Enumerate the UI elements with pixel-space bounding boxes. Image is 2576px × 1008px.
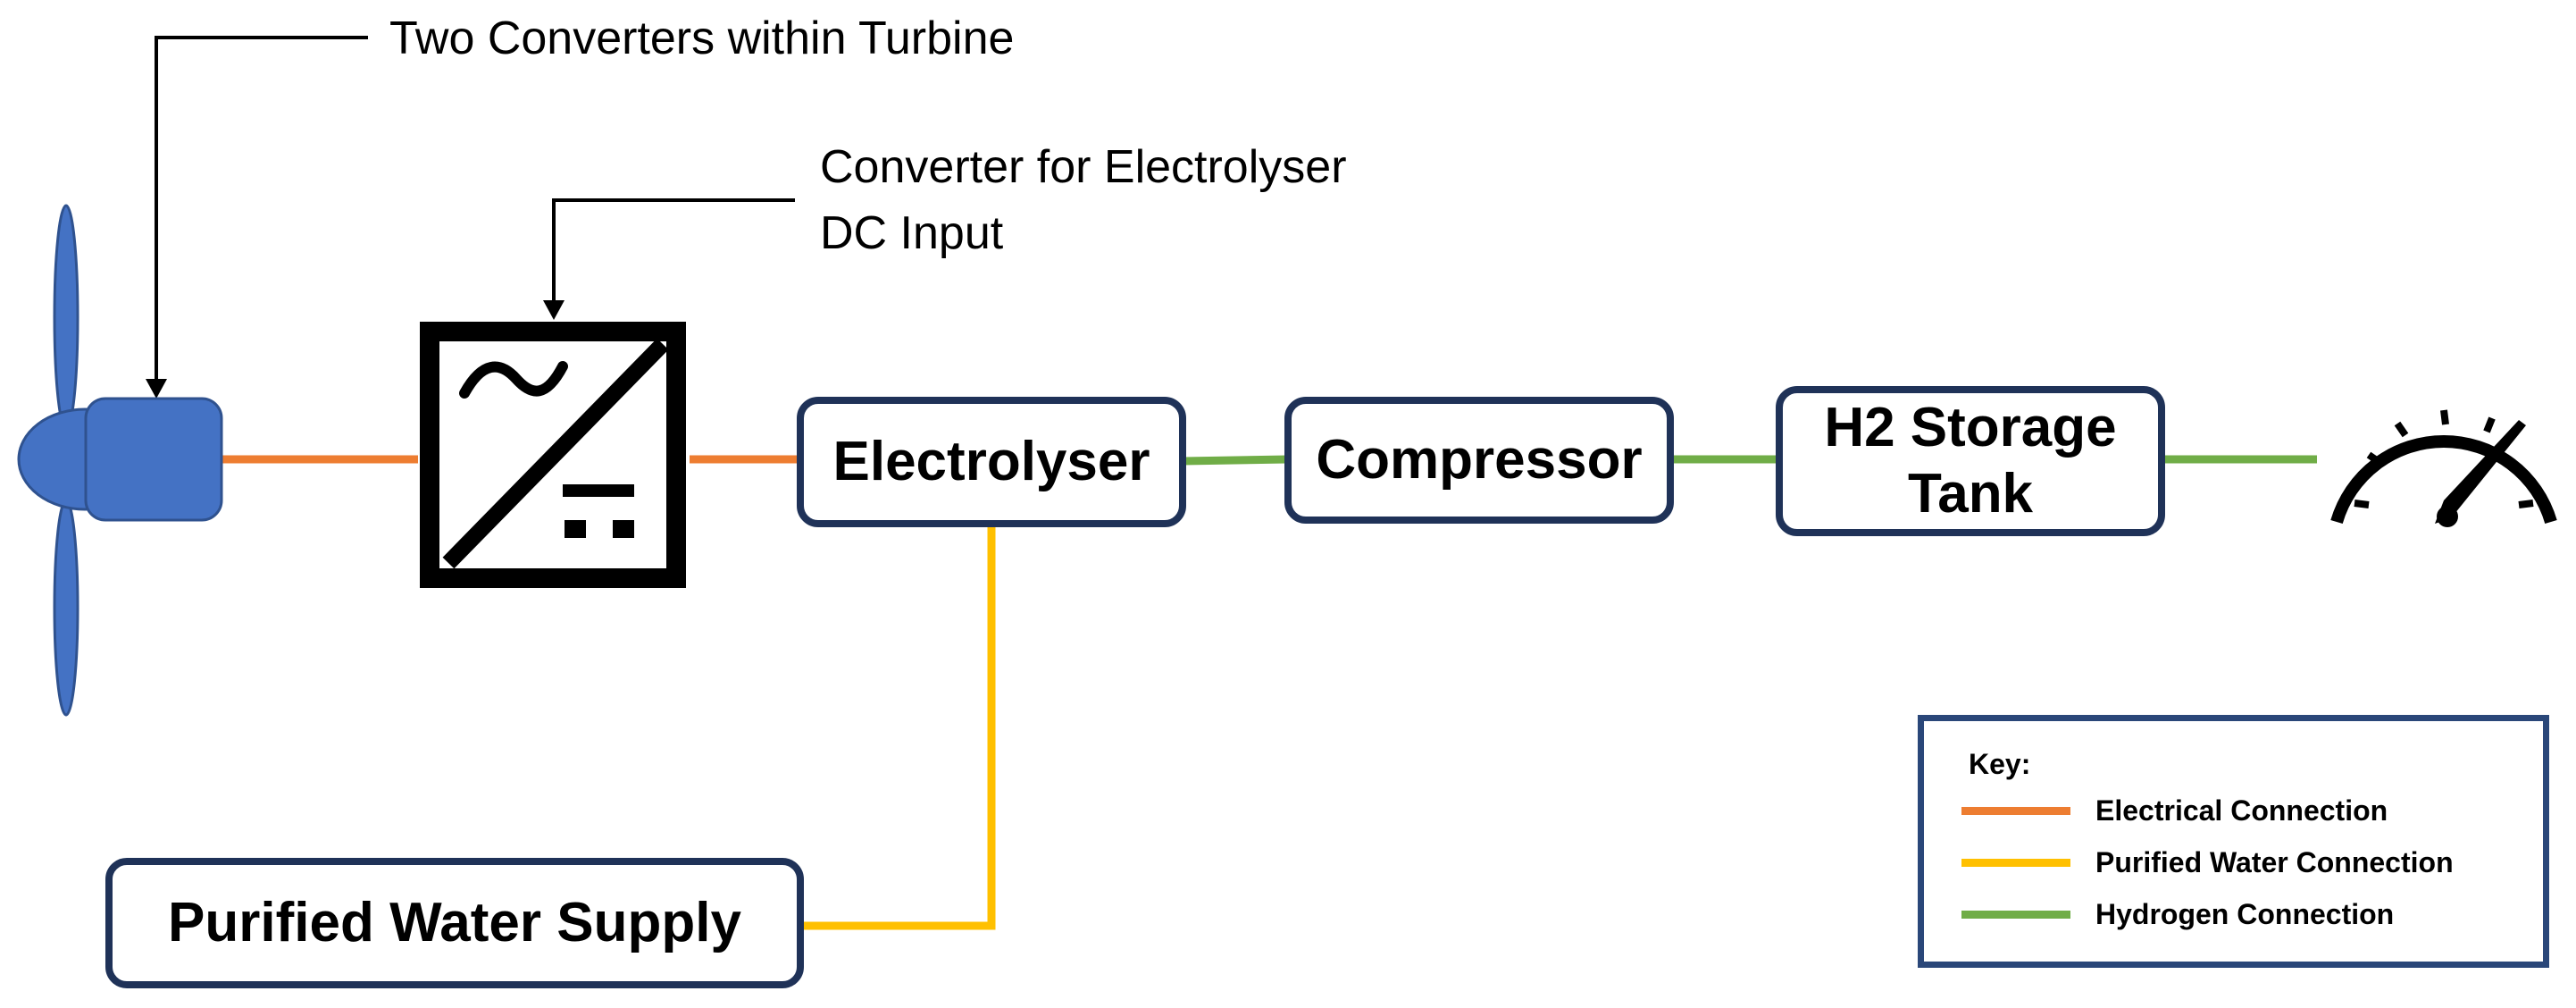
legend-title: Key:: [1969, 748, 2031, 780]
hydrogen-connection-electrolyser-compressor: [1182, 455, 1289, 466]
legend-label-water: Purified Water Connection: [2095, 845, 2454, 878]
legend: Key: Electrical Connection Purified Wate…: [1918, 715, 2549, 968]
h2-storage-tank-label: H2 Storage Tank: [1824, 395, 2116, 527]
water-connection-supply-electrolyser: [802, 524, 996, 930]
electrolyser-box[interactable]: Electrolyser: [797, 397, 1186, 527]
callout-arrow-converter: [543, 198, 795, 320]
callout-electrolyser-converter-line1: Converter for Electrolyser: [820, 141, 1347, 193]
legend-item-electrical: Electrical Connection: [1961, 793, 2388, 828]
legend-swatch-water: [1961, 858, 2070, 867]
electrolyser-label: Electrolyser: [832, 431, 1150, 492]
callout-arrow-turbine: [146, 36, 368, 399]
wind-turbine-icon: [17, 204, 223, 717]
callout-turbine-converters: Two Converters within Turbine: [389, 13, 1015, 64]
ac-dc-converter-icon: [420, 322, 686, 588]
legend-label-hydrogen: Hydrogen Connection: [2095, 897, 2395, 930]
legend-item-water: Purified Water Connection: [1961, 844, 2454, 880]
callout-electrolyser-converter-line2: DC Input: [820, 207, 1004, 259]
h2-storage-label-line1: H2 Storage: [1824, 397, 2117, 458]
h2-storage-tank-box[interactable]: H2 Storage Tank: [1776, 386, 2165, 536]
purified-water-supply-box[interactable]: Purified Water Supply: [105, 858, 804, 988]
purified-water-supply-label: Purified Water Supply: [168, 892, 741, 953]
compressor-box[interactable]: Compressor: [1284, 397, 1674, 524]
h2-storage-label-line2: Tank: [1907, 463, 2034, 525]
legend-swatch-electrical: [1961, 806, 2070, 815]
legend-swatch-hydrogen: [1961, 910, 2070, 919]
compressor-label: Compressor: [1316, 429, 1643, 491]
callout-electrolyser-converter: Converter for Electrolyser DC Input: [820, 134, 1347, 266]
pressure-gauge-icon: [2330, 409, 2557, 527]
legend-label-electrical: Electrical Connection: [2095, 794, 2388, 827]
legend-item-hydrogen: Hydrogen Connection: [1961, 896, 2394, 932]
